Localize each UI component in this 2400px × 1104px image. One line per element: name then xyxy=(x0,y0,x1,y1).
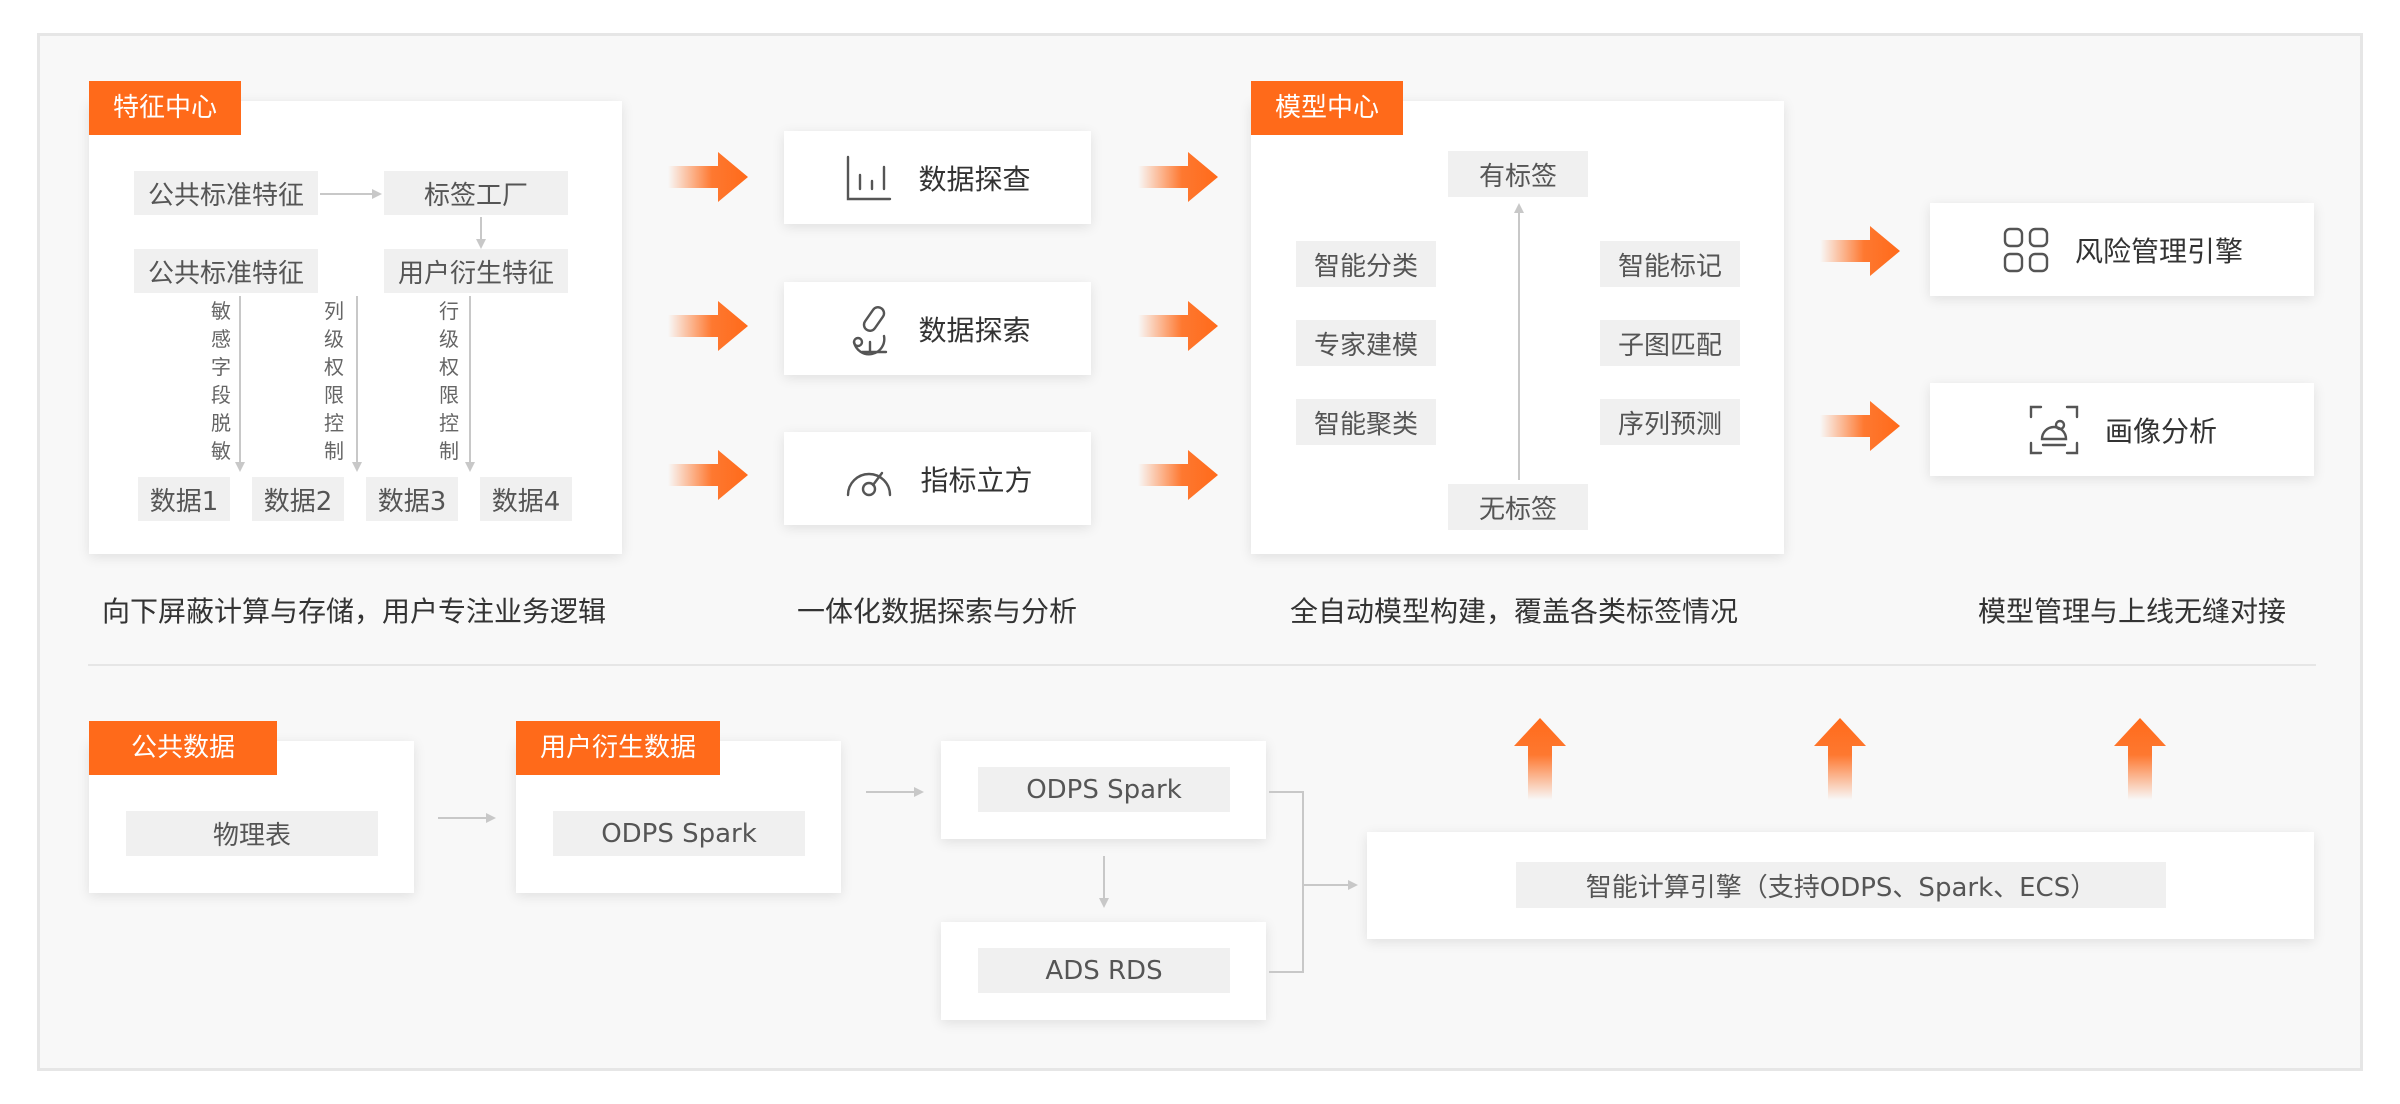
odps-spark-box: ODPS Spark xyxy=(978,767,1230,812)
risk-engine-card: 风险管理引擎 xyxy=(1930,203,2314,296)
microscope-icon xyxy=(844,302,894,356)
orange-up-arrows xyxy=(1514,718,2166,800)
row-permission-label: 行级权限控制 xyxy=(439,299,459,463)
column-permission-label: 列级权限控制 xyxy=(324,299,344,463)
data-box: 数据4 xyxy=(480,477,572,521)
risk-engine-label: 风险管理引擎 xyxy=(2074,234,2243,268)
feature-center-caption: 向下屏蔽计算与存储，用户专注业务逻辑 xyxy=(102,595,607,628)
public-data-card: 物理表 xyxy=(89,741,414,893)
compute-engine-box: 智能计算引擎（支持ODPS、Spark、ECS） xyxy=(1516,862,2166,908)
subgraph-matching-box: 子图匹配 xyxy=(1600,320,1740,366)
public-feature-box: 公共标准特征 xyxy=(134,171,318,215)
model-center-tag: 模型中心 xyxy=(1251,81,1404,135)
model-center-card: 有标签 无标签 智能分类 专家建模 智能聚类 智能标记 子图匹配 序列预测 xyxy=(1251,101,1784,554)
portrait-scan-icon xyxy=(2027,403,2081,457)
sequence-prediction-box: 序列预测 xyxy=(1600,399,1740,445)
public-feature-box: 公共标准特征 xyxy=(134,249,318,293)
data-inspection-card: 数据探查 xyxy=(784,131,1091,224)
feature-flow-lines xyxy=(235,189,486,472)
sensitive-field-masking-label: 敏感字段脱敏 xyxy=(211,299,231,463)
user-derived-feature-box: 用户衍生特征 xyxy=(384,249,568,293)
data-box: 数据2 xyxy=(252,477,344,521)
unlabeled-box: 无标签 xyxy=(1448,484,1588,530)
odps-spark-box: ODPS Spark xyxy=(553,811,805,856)
expert-modeling-box: 专家建模 xyxy=(1296,320,1436,366)
section-divider xyxy=(88,664,2316,666)
tag-factory-box: 标签工厂 xyxy=(384,171,568,215)
gauge-icon xyxy=(842,459,896,499)
portrait-analysis-label: 画像分析 xyxy=(2104,414,2217,448)
smart-labeling-box: 智能标记 xyxy=(1600,241,1740,287)
odps-spark-card: ODPS Spark xyxy=(941,741,1266,839)
public-data-tag: 公共数据 xyxy=(89,721,278,775)
feature-center-tag: 特征中心 xyxy=(89,81,242,135)
bar-chart-icon xyxy=(844,153,894,203)
grid-icon xyxy=(2001,225,2051,275)
explore-caption: 一体化数据探索与分析 xyxy=(797,595,1078,628)
data-exploration-label: 数据探索 xyxy=(918,313,1031,347)
compute-engine-card: 智能计算引擎（支持ODPS、Spark、ECS） xyxy=(1367,832,2314,939)
user-derived-data-tag: 用户衍生数据 xyxy=(516,721,721,775)
smart-clustering-box: 智能聚类 xyxy=(1296,399,1436,445)
metrics-cube-card: 指标立方 xyxy=(784,432,1091,525)
data-box: 数据3 xyxy=(366,477,458,521)
model-center-caption: 全自动模型构建，覆盖各类标签情况 xyxy=(1290,595,1739,628)
smart-classification-box: 智能分类 xyxy=(1296,241,1436,287)
orange-flow-arrows xyxy=(668,152,1900,500)
portrait-analysis-card: 画像分析 xyxy=(1930,383,2314,476)
metrics-cube-label: 指标立方 xyxy=(920,463,1033,497)
data-exploration-card: 数据探索 xyxy=(784,282,1091,375)
outputs-caption: 模型管理与上线无缝对接 xyxy=(1978,595,2287,628)
ads-rds-card: ADS RDS xyxy=(941,922,1266,1020)
data-inspection-label: 数据探查 xyxy=(918,162,1031,196)
ads-rds-box: ADS RDS xyxy=(978,948,1230,993)
bottom-flow-lines xyxy=(438,787,1358,973)
labeled-box: 有标签 xyxy=(1448,151,1588,197)
physical-table-box: 物理表 xyxy=(126,811,378,856)
feature-center-card: 公共标准特征 标签工厂 公共标准特征 用户衍生特征 敏感字段脱敏 列级权限控制 … xyxy=(89,101,622,554)
data-box: 数据1 xyxy=(138,477,230,521)
